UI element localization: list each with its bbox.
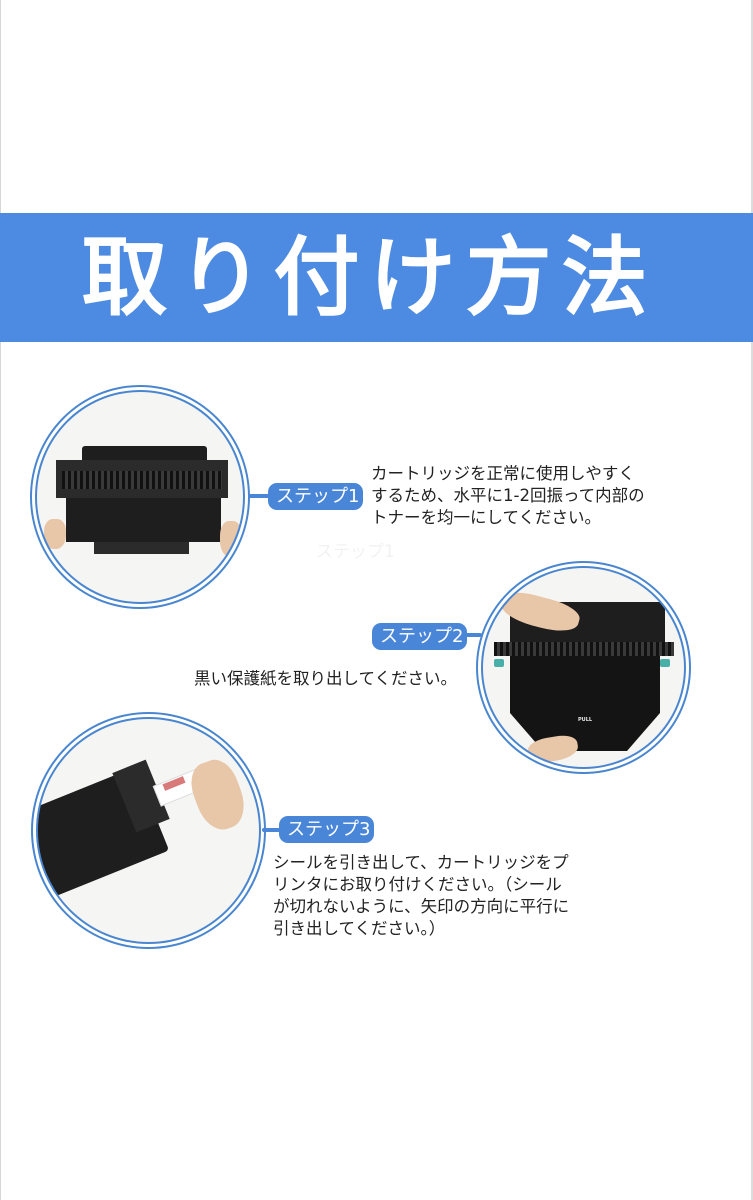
step-1-description: カートリッジを正常に使用しやすく するため、水平に1-2回振って内部の トナーを… [371,464,645,527]
black-protective-sheet [510,656,660,751]
step-1-photo [36,391,244,603]
hand-left [44,519,66,549]
roller-end-right [660,659,670,667]
step-2-connector [458,633,482,637]
step-2-photo: PULL [482,567,685,768]
pull-label: PULL [578,717,593,723]
step-3-photo [37,718,260,943]
title-banner: 取り付け方法 [0,213,753,342]
step-2-description: 黒い保護紙を取り出してください。 [194,669,458,688]
hand [184,754,252,836]
step-3-connector [262,828,284,832]
hand-right [220,521,242,557]
roller-end-left [494,659,504,667]
cartridge-roller [62,471,222,489]
cartridge-roller [494,642,674,656]
step-1-connector [248,494,274,498]
step-1-badge: ステップ1 [268,483,364,510]
step-3-badge: ステップ3 [279,816,375,843]
step-3-description: シールを引き出して、カートリッジをプ リンタにお取り付けください。（シール が切… [273,853,570,938]
cartridge-top [82,446,207,460]
cartridge-base [94,542,189,554]
step-1-ghost-label: ステップ1 [316,542,395,562]
page-border-right [751,0,753,1200]
step-2-badge: ステップ2 [372,623,468,650]
page-border-left [0,0,1,1200]
cartridge-body [66,498,221,542]
banner-title: 取り付け方法 [81,227,658,328]
